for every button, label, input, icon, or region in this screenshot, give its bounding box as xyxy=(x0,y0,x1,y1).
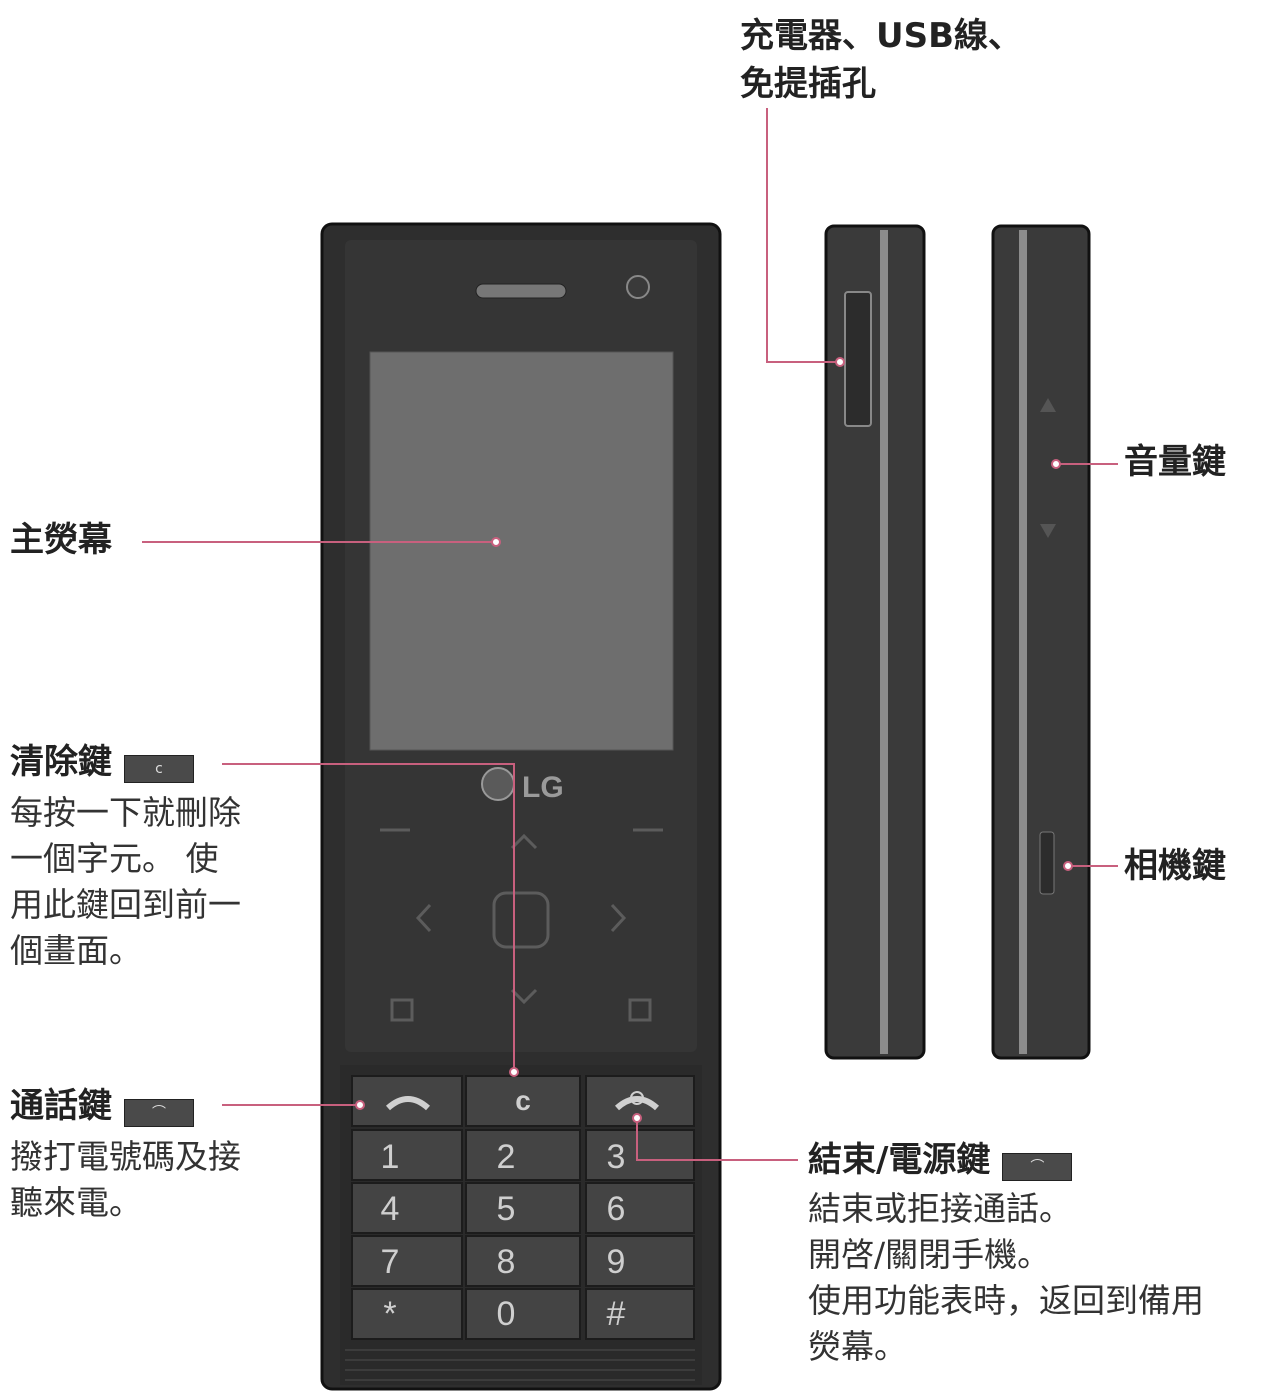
keypad-keys xyxy=(351,1075,695,1340)
call-key-icon xyxy=(385,1096,431,1111)
end-key-description: 結束或拒接通話。 開啓/關閉手機。 使用功能表時，返回到備用 熒幕。 xyxy=(808,1189,1204,1366)
key-star: * xyxy=(383,1295,396,1333)
charger-label-line1: 充電器、USB線、 xyxy=(740,16,1023,56)
key-8: 8 xyxy=(497,1243,516,1281)
clear-key-icon: c xyxy=(124,754,194,783)
front-camera xyxy=(626,275,650,299)
key-2: 2 xyxy=(497,1138,516,1176)
end-key-icon xyxy=(614,1096,660,1111)
key-4: 4 xyxy=(381,1190,400,1228)
phone-side-left xyxy=(824,224,926,1060)
key-5: 5 xyxy=(497,1190,516,1228)
volume-key-label: 音量鍵 xyxy=(1124,442,1226,482)
charger-port xyxy=(844,291,872,427)
camera-key-label: 相機鍵 xyxy=(1124,846,1226,886)
volume-up-icon xyxy=(1040,398,1056,412)
call-key-badge-icon: ⌒ xyxy=(124,1098,194,1127)
bottom-speaker xyxy=(345,1349,695,1381)
key-6: 6 xyxy=(607,1190,626,1228)
call-key-title: 通話鍵 xyxy=(10,1086,112,1126)
power-icon xyxy=(630,1091,644,1105)
earpiece xyxy=(475,283,567,299)
main-screen-label: 主熒幕 xyxy=(10,520,112,560)
call-key-description: 撥打電號碼及接 聽來電。 xyxy=(10,1137,241,1222)
brand-text: LG xyxy=(522,771,564,804)
clear-key-glyph: c xyxy=(515,1085,531,1116)
camera-key xyxy=(1039,831,1055,895)
key-3: 3 xyxy=(607,1138,626,1176)
end-key-badge-icon: ⌒ xyxy=(1002,1152,1073,1181)
volume-down-icon xyxy=(1040,524,1056,538)
key-9: 9 xyxy=(607,1243,626,1281)
clear-key-description: 每按一下就刪除 一個字元。 使 用此鍵回到前一 個畫面。 xyxy=(10,793,241,970)
end-key-title: 結束/電源鍵 xyxy=(808,1140,991,1180)
lg-logo-icon xyxy=(481,767,515,801)
call-key-title-row: 通話鍵 ⌒ xyxy=(10,1086,194,1127)
main-screen xyxy=(369,351,674,751)
key-0: 0 xyxy=(497,1295,516,1333)
phone-side-right xyxy=(991,224,1091,1060)
key-hash: # xyxy=(607,1295,626,1333)
key-7: 7 xyxy=(381,1243,400,1281)
charger-label-line2: 免提插孔 xyxy=(740,64,876,104)
key-1: 1 xyxy=(381,1138,400,1176)
end-key-title-row: 結束/電源鍵 ⌒ xyxy=(808,1140,1073,1181)
nav-pad xyxy=(380,828,663,1022)
clear-key-title-row: 清除鍵 c xyxy=(10,742,194,783)
clear-key-title: 清除鍵 xyxy=(10,742,112,782)
